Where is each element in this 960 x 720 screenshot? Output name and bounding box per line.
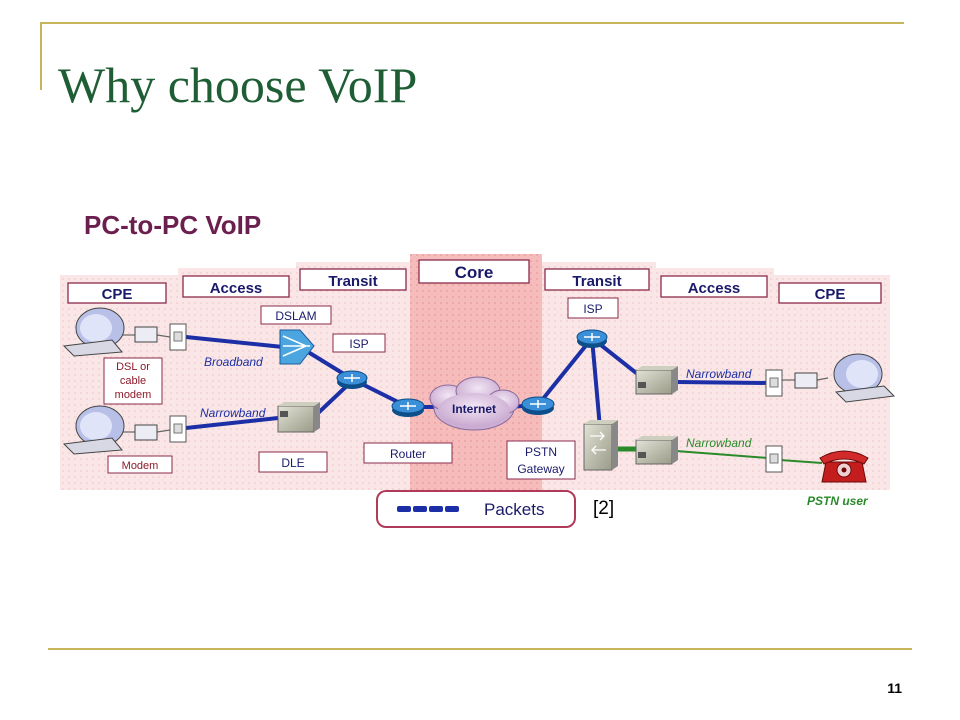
router-icon-core-left [391, 398, 425, 417]
label-dle: DLE [281, 456, 304, 470]
label-isp-left: ISP [349, 337, 368, 351]
diagram-title: PC-to-PC VoIP [84, 210, 262, 240]
internet-label: Internet [452, 402, 496, 416]
label-box-isp-left [332, 333, 386, 353]
link-edge-isp-router [536, 336, 594, 407]
zone-label-box-transit-right [544, 268, 650, 291]
pc-icon-right [833, 353, 896, 403]
link-label-broadband: Broadband [204, 355, 263, 369]
label-pstn-user: PSTN user [807, 494, 869, 508]
switch-icon-access-right-top [635, 366, 678, 395]
zone-label-box-cpe-right [778, 282, 882, 304]
pstn-gateway-icon [583, 420, 618, 471]
switch-icon-access-right-bottom [635, 436, 678, 465]
modem-box-right [794, 372, 818, 389]
label-pstn-gateway-line2: Gateway [517, 462, 564, 476]
link-label-narrowband-left: Narrowband [200, 406, 266, 420]
legend: Packets [376, 490, 576, 528]
modem-box-broadband [134, 326, 158, 343]
label-box-dsl-modem [103, 357, 163, 405]
label-box-router [363, 442, 453, 464]
router-icon-transit-left [336, 370, 368, 389]
label-dsl-line2: cable [120, 375, 146, 387]
link-pstn-phone [779, 459, 823, 464]
zone-label-access-left: Access [210, 280, 263, 297]
label-pstn-gateway-line1: PSTN [525, 445, 557, 459]
citation-reference: [2] [593, 498, 615, 519]
zone-label-box-access-left [182, 275, 290, 298]
label-dslam: DSLAM [275, 309, 316, 323]
legend-label-packets: Packets [484, 500, 544, 519]
zone-label-core: Core [455, 263, 494, 282]
label-box-pstn-gateway [506, 440, 576, 480]
zone-label-box-transit-left [299, 268, 407, 291]
label-box-modem [107, 455, 173, 474]
top-rule [40, 22, 904, 24]
link-broadband [184, 335, 285, 349]
modem-box-narrowband [134, 424, 158, 441]
wall-socket-icon-right-top [765, 369, 783, 397]
page-number: 11 [887, 680, 902, 696]
link-narrowband-right-top [674, 380, 770, 385]
label-box-isp-right [567, 297, 619, 319]
label-box-dslam [260, 305, 332, 325]
router-icon-isp-right [576, 329, 608, 348]
link-label-narrowband-right-bottom: Narrowband [686, 436, 752, 450]
label-isp-right: ISP [583, 302, 602, 316]
dslam-icon [279, 329, 315, 365]
dle-switch-icon [277, 402, 320, 433]
telephone-icon [819, 450, 869, 483]
label-router: Router [390, 447, 426, 461]
router-icon-core-right [521, 396, 555, 415]
zone-label-box-access-right [660, 275, 768, 298]
link-label-narrowband-right-top: Narrowband [686, 367, 752, 381]
zone-label-transit-right: Transit [572, 273, 621, 290]
label-dsl-line3: modem [115, 389, 152, 401]
zone-label-box-core [418, 259, 530, 284]
zone-label-cpe-left: CPE [102, 286, 133, 303]
wall-socket-icon-left-top [169, 323, 187, 351]
internet-cloud-icon [429, 376, 520, 431]
zone-label-access-right: Access [688, 280, 741, 297]
legend-box [376, 490, 576, 528]
label-modem: Modem [122, 460, 159, 472]
slide-title: Why choose VoIP [58, 57, 418, 113]
link-narrowband-left [184, 416, 280, 430]
link-narrowband-right-bottom [675, 450, 769, 459]
wall-socket-icon-right-bottom [765, 445, 783, 473]
pc-icon-broadband [62, 307, 125, 357]
left-rule [40, 22, 42, 90]
zone-label-transit-left: Transit [328, 273, 377, 290]
wall-socket-icon-left-bottom [169, 415, 187, 443]
label-dsl-line1: DSL or [116, 361, 150, 373]
bottom-rule [48, 648, 912, 650]
zone-label-box-cpe-left [67, 282, 167, 304]
pc-icon-narrowband [62, 405, 125, 455]
label-box-dle [258, 451, 328, 473]
zone-label-cpe-right: CPE [815, 286, 846, 303]
link-isp-gateway [590, 336, 602, 430]
